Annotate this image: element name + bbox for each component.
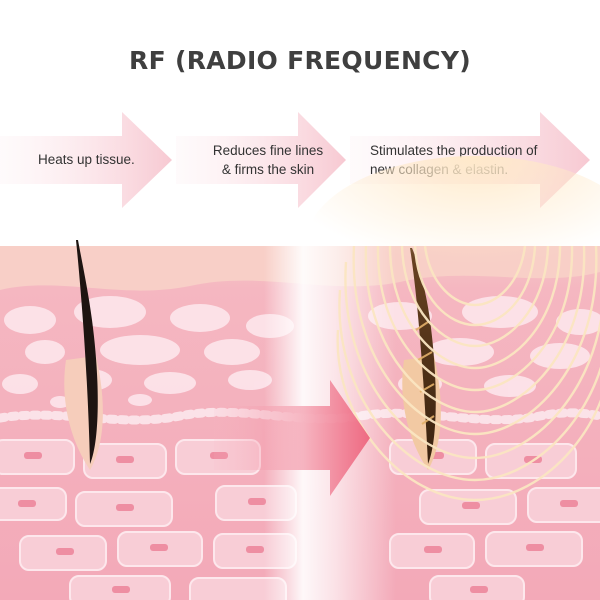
heat-glow xyxy=(305,156,600,336)
step-3-line-1: Stimulates the production of xyxy=(370,143,538,158)
rf-waves xyxy=(336,245,600,502)
step-2-line-1: Reduces fine lines xyxy=(212,143,324,158)
step-2-line-2: & firms the skin xyxy=(221,162,315,177)
transition-arrow xyxy=(214,380,370,496)
step-label-heats: Heats up tissue. xyxy=(38,150,178,169)
diagram-title: RF (RADIO FREQUENCY) xyxy=(129,46,471,75)
step-1-line-1: Heats up tissue. xyxy=(38,152,135,167)
step-arrow-1 xyxy=(0,112,172,208)
step-label-reduces: Reduces fine lines & firms the skin xyxy=(198,141,338,179)
step-arrow-2 xyxy=(176,112,346,208)
